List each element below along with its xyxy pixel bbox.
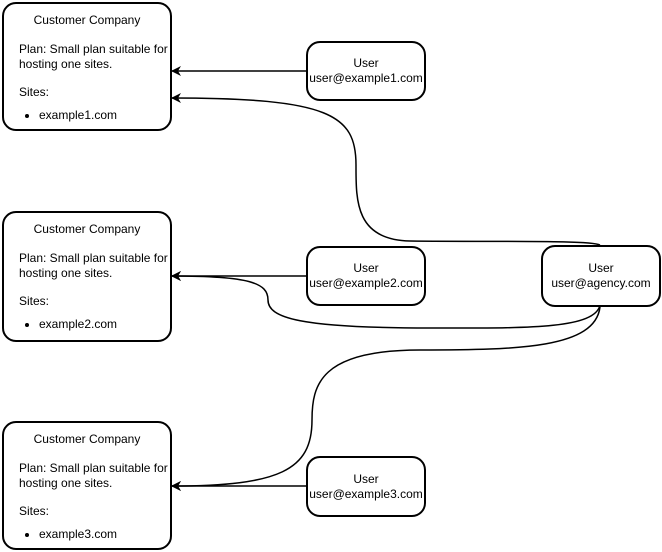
company-title: Customer Company [33, 13, 141, 27]
edge-agency-company3 [171, 306, 601, 491]
user-role: User [353, 56, 379, 70]
user-role: User [353, 471, 379, 486]
company-plan: Plan: Small plan suitable for hosting on… [19, 251, 168, 280]
user-box-example3[interactable]: User user@example3.com [306, 456, 426, 517]
user-email: user@agency.com [551, 276, 651, 290]
company-plan: Plan: Small plan suitable for hosting on… [19, 461, 168, 490]
company-title: Customer Company [33, 222, 141, 236]
sites-label: Sites: [19, 85, 50, 99]
sites-label: Sites: [19, 294, 50, 308]
user-role: User [353, 261, 379, 275]
site-item: example2.com [39, 317, 117, 332]
user-email: user@example1.com [309, 71, 423, 85]
customer-company-box-3[interactable]: Customer Company Plan: Small plan suitab… [2, 421, 172, 550]
sites-label: Sites: [19, 504, 50, 518]
customer-company-box-2[interactable]: Customer Company Plan: Small plan suitab… [2, 211, 172, 342]
sites-list: example2.com [19, 317, 117, 332]
company-title: Customer Company [33, 432, 141, 446]
site-item: example1.com [39, 108, 117, 123]
sites-list: example1.com [19, 108, 117, 123]
user-box-example1[interactable]: User user@example1.com [306, 41, 426, 101]
edge-agency-company2 [171, 271, 601, 329]
user-box-agency[interactable]: User user@agency.com [541, 245, 661, 307]
customer-company-box-1[interactable]: Customer Company Plan: Small plan suitab… [2, 2, 172, 131]
user-email: user@example3.com [309, 486, 423, 501]
user-role: User [588, 261, 614, 275]
user-box-example2[interactable]: User user@example2.com [306, 246, 426, 306]
sites-list: example3.com [19, 527, 117, 542]
company-plan: Plan: Small plan suitable for hosting on… [19, 42, 168, 71]
edge-agency-company1 [171, 93, 601, 246]
user-email: user@example2.com [309, 276, 423, 290]
site-item: example3.com [39, 527, 117, 542]
